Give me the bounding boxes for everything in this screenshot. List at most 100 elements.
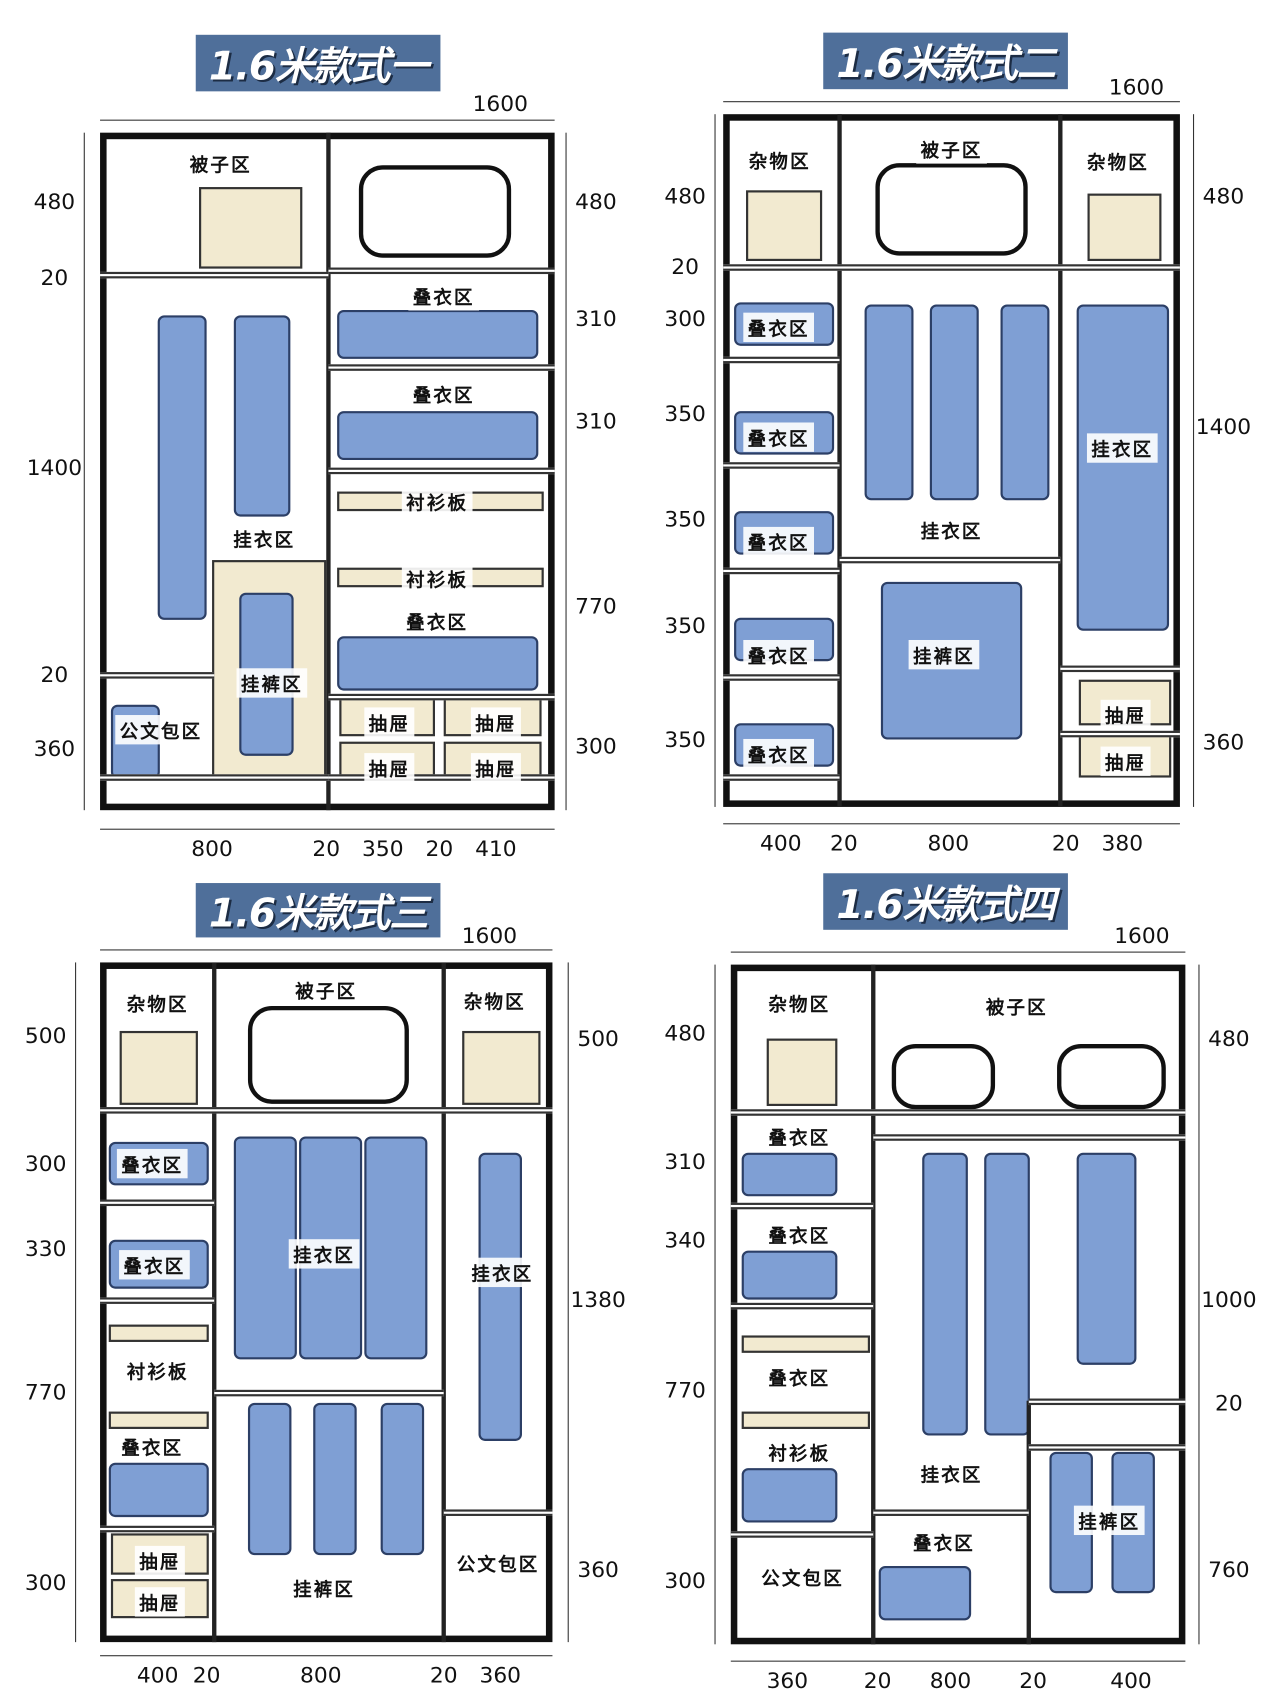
left-height-dimension: 20 xyxy=(671,253,699,280)
bottom-width-dimension: 800 xyxy=(929,1667,972,1694)
zone-label: 公文包区 xyxy=(756,1562,849,1592)
right-height-dimension: 310 xyxy=(575,305,617,332)
shelf xyxy=(328,467,555,475)
left-height-dimension: 300 xyxy=(664,1567,706,1594)
clothing-icon xyxy=(108,1462,209,1518)
left-height-dimension: 1400 xyxy=(26,454,83,481)
clothing-icon xyxy=(157,315,207,620)
zone-label: 叠衣区 xyxy=(119,1250,190,1280)
bottom-width-dimension: 20 xyxy=(1051,829,1080,856)
clothing-icon xyxy=(878,1566,972,1621)
shelf xyxy=(730,1109,1186,1116)
zone-label: 挂衣区 xyxy=(916,1458,987,1489)
folded-quilt-icon xyxy=(1057,1044,1166,1110)
vertical-divider xyxy=(1026,1400,1031,1645)
shelf xyxy=(100,271,329,279)
shelf xyxy=(723,356,840,364)
bottom-width-dimension: 350 xyxy=(362,835,404,862)
clothing-icon xyxy=(1076,304,1170,631)
right-height-dimension: 360 xyxy=(1202,728,1245,755)
storage-box-icon xyxy=(741,1411,870,1429)
left-dimension-line xyxy=(714,964,716,1645)
bottom-width-dimension: 800 xyxy=(191,835,233,862)
clothing-icon xyxy=(233,315,291,517)
total-width-dimension: 1600 xyxy=(1114,922,1170,949)
zone-label: 被子区 xyxy=(916,134,987,164)
bottom-width-dimension: 360 xyxy=(766,1667,809,1694)
left-height-dimension: 480 xyxy=(33,188,76,215)
bottom-width-dimension: 20 xyxy=(425,835,454,862)
right-height-dimension: 770 xyxy=(575,592,617,619)
zone-label: 叠衣区 xyxy=(743,422,814,452)
storage-box-icon xyxy=(108,1324,209,1342)
right-dimension-line xyxy=(1192,114,1195,807)
panel-title: 1.6米款式三 xyxy=(195,883,441,938)
bottom-width-dimension: 20 xyxy=(312,835,341,862)
shelf xyxy=(873,1134,1186,1141)
vertical-divider xyxy=(441,962,446,1643)
zone-label: 叠衣区 xyxy=(743,526,814,557)
zone-label: 被子区 xyxy=(981,991,1053,1021)
right-height-dimension: 300 xyxy=(575,732,617,760)
left-height-dimension: 310 xyxy=(664,1148,706,1175)
bottom-width-dimension: 20 xyxy=(192,1661,221,1688)
clothing-icon xyxy=(337,411,539,461)
bottom-width-dimension: 400 xyxy=(136,1661,179,1688)
storage-box-icon xyxy=(766,1038,838,1106)
shelf xyxy=(100,774,329,781)
zone-label: 衬衫板 xyxy=(122,1355,194,1385)
zone-label: 公文包区 xyxy=(115,715,207,745)
bottom-width-dimension: 800 xyxy=(927,829,970,856)
right-height-dimension: 500 xyxy=(577,1025,619,1052)
clothing-icon xyxy=(741,1250,838,1300)
right-height-dimension: 1380 xyxy=(570,1286,626,1313)
storage-box-icon xyxy=(1087,193,1162,261)
shelf xyxy=(839,556,1061,564)
shelf xyxy=(100,1107,553,1114)
left-height-dimension: 20 xyxy=(40,661,69,688)
folded-quilt-icon xyxy=(875,163,1028,256)
clothing-icon xyxy=(380,1402,425,1556)
clothing-icon xyxy=(478,1152,522,1441)
shelf xyxy=(100,1525,215,1533)
shelf xyxy=(730,1531,874,1538)
zone-label: 挂裤区 xyxy=(236,668,308,698)
zone-label: 衬衫板 xyxy=(401,563,473,594)
right-height-dimension: 310 xyxy=(575,407,617,434)
shelf xyxy=(873,1509,1029,1516)
bottom-width-dimension: 410 xyxy=(475,835,517,862)
left-height-dimension: 770 xyxy=(664,1376,706,1403)
shelf xyxy=(1060,730,1180,738)
bottom-dimension-line xyxy=(100,828,555,830)
shelf xyxy=(1028,1444,1186,1451)
shelf xyxy=(100,672,215,679)
zone-label: 叠衣区 xyxy=(116,1148,188,1179)
shelf xyxy=(328,267,555,275)
zone-label: 杂物区 xyxy=(744,145,816,175)
bottom-width-dimension: 20 xyxy=(1019,1667,1047,1694)
shelf xyxy=(328,364,555,371)
zone-label: 杂物区 xyxy=(763,987,835,1018)
left-height-dimension: 20 xyxy=(40,264,69,291)
bottom-width-dimension: 380 xyxy=(1101,829,1144,856)
shelf xyxy=(723,774,840,781)
left-height-dimension: 480 xyxy=(664,1020,706,1047)
zone-label: 抽屉 xyxy=(134,1587,185,1617)
bottom-width-dimension: 20 xyxy=(429,1661,458,1688)
right-height-dimension: 1000 xyxy=(1201,1286,1257,1313)
right-dimension-line xyxy=(567,962,569,1643)
clothing-icon xyxy=(337,309,539,359)
zone-label: 抽屉 xyxy=(134,1545,185,1576)
top-dimension-line xyxy=(723,101,1180,103)
right-height-dimension: 1400 xyxy=(1195,413,1252,440)
right-height-dimension: 360 xyxy=(577,1556,619,1583)
total-width-dimension: 1600 xyxy=(461,922,518,949)
left-dimension-line xyxy=(714,114,716,807)
left-dimension-line xyxy=(83,132,85,811)
right-height-dimension: 480 xyxy=(1208,1025,1250,1052)
zone-label: 叠衣区 xyxy=(408,281,480,311)
folded-quilt-icon xyxy=(891,1044,996,1110)
zone-label: 挂裤区 xyxy=(1073,1505,1145,1536)
storage-box-icon xyxy=(119,1030,198,1105)
